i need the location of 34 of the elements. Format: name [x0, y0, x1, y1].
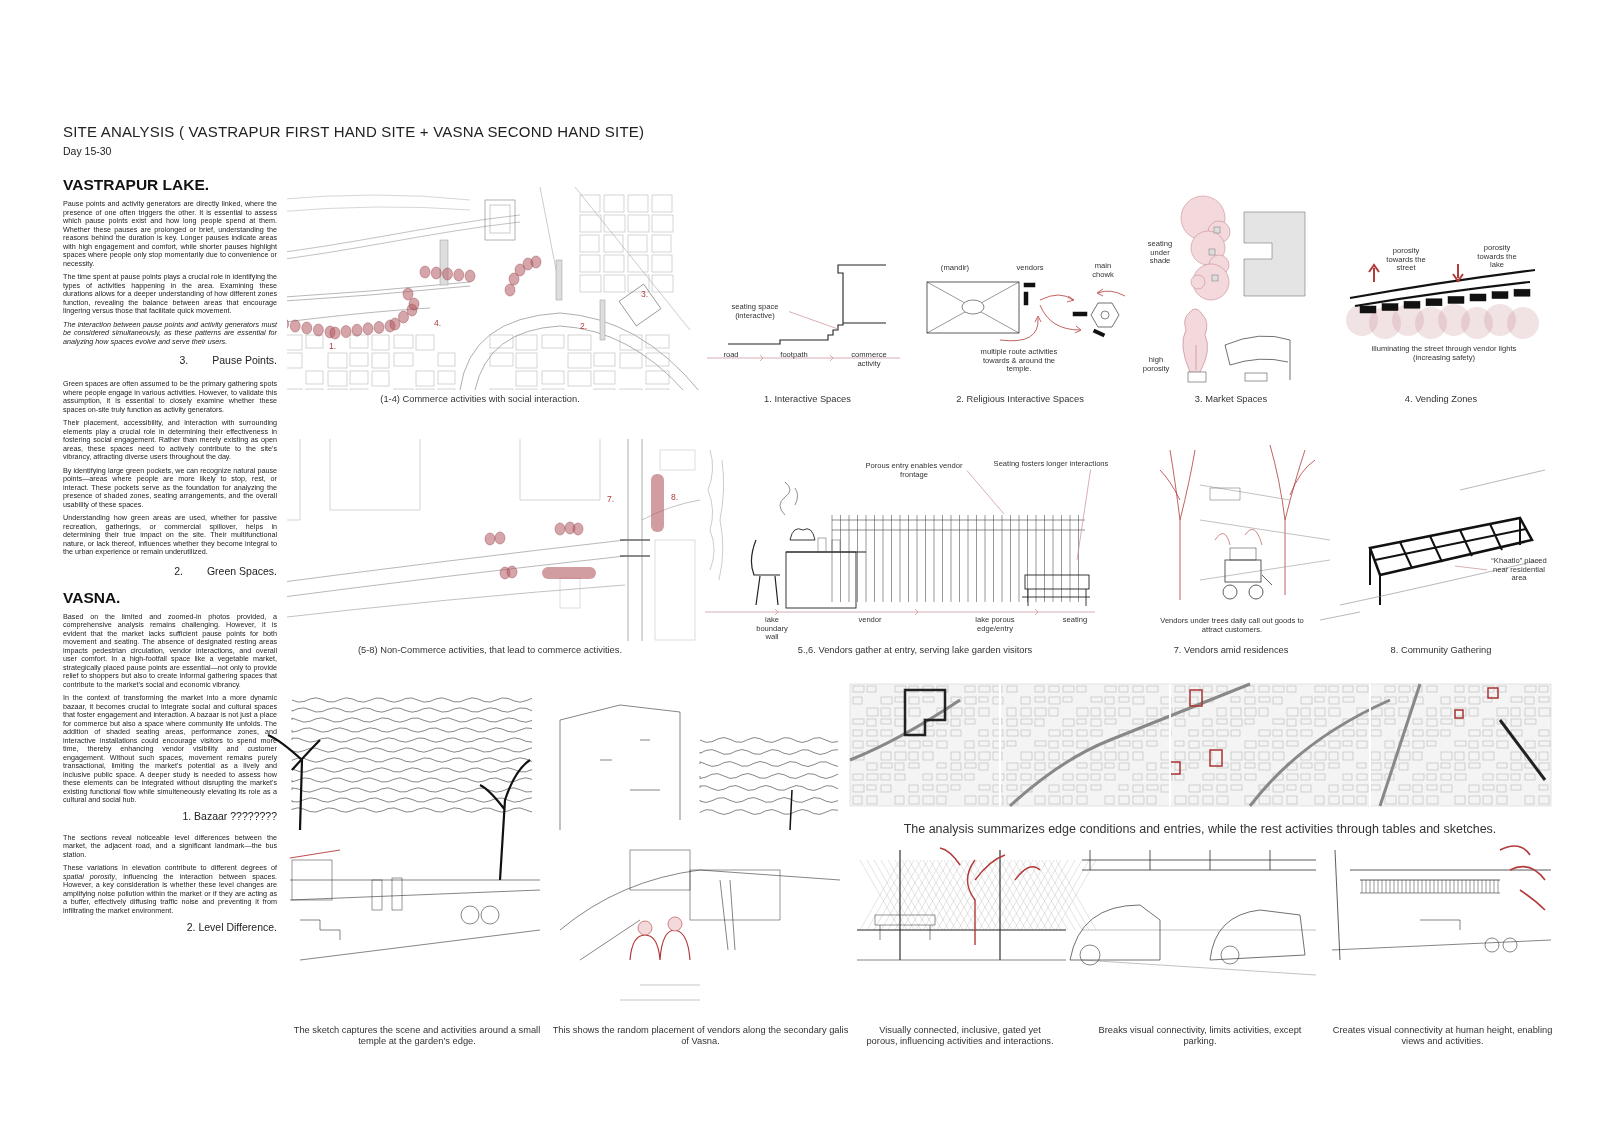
map-marker-number: 2. [580, 321, 589, 331]
leader-line [1454, 565, 1488, 571]
subheading: Green Spaces. [206, 564, 277, 577]
figure-caption: 8. Community Gathering [1389, 645, 1493, 656]
leader-line [788, 311, 839, 330]
summary-heading: The analysis summarizes edge conditions and entries, while the rest activities through tables and sketches. [902, 822, 1498, 836]
figure-caption: 5.,6. Vendors gather at entry, serving lake garden visitors [796, 645, 1034, 656]
figure-caption: (5-8) Non-Commerce activities, that lead to commerce activities. [357, 645, 623, 656]
leader-line [966, 470, 1005, 515]
map-marker-number: 8. [671, 492, 680, 502]
section-heading: VASNA. [63, 588, 122, 607]
map-marker-number: 7. [607, 494, 616, 504]
figure-caption: Creates visual connectivity at human height, enabling views and activities. [1331, 1025, 1554, 1047]
leader-line [1076, 469, 1091, 561]
figure-caption: 3. Market Spaces [1193, 394, 1269, 405]
figure-caption: This shows the random placement of vendors along the secondary galis of Vasna. [552, 1025, 849, 1047]
figure-caption: 7. Vendors amid residences [1172, 645, 1290, 656]
map-marker-number: 4. [434, 318, 443, 328]
figure-caption: 2. Religious Interactive Spaces [955, 394, 1085, 405]
map-marker-number: 1. [329, 341, 338, 351]
subheading: 2. [174, 564, 183, 577]
figure-caption: Breaks visual connectivity, limits activities, except parking. [1097, 1025, 1303, 1047]
map-marker-number: 3. [641, 289, 650, 299]
section-heading: VASTRAPUR LAKE. [63, 176, 211, 194]
subheading: 3. [179, 354, 189, 366]
subheading: 2. Level Difference. [185, 921, 277, 933]
subheading: Day 15-30 [63, 145, 113, 157]
figure-caption: 1. Interactive Spaces [763, 394, 852, 405]
figure-caption: 4. Vending Zones [1403, 394, 1479, 405]
figure-caption: The sketch captures the scene and activities around a small temple at the garden’s edge. [292, 1025, 542, 1047]
page-title: SITE ANALYSIS ( VASTRAPUR FIRST HAND SITE + VASNA SECOND HAND SITE) [63, 123, 646, 140]
figure-caption: Visually connected, inclusive, gated yet porous, influencing activities and interactions. [865, 1025, 1055, 1047]
subheading: 1. Bazaar ???????? [181, 809, 277, 822]
subheading: Pause Points. [212, 354, 277, 366]
